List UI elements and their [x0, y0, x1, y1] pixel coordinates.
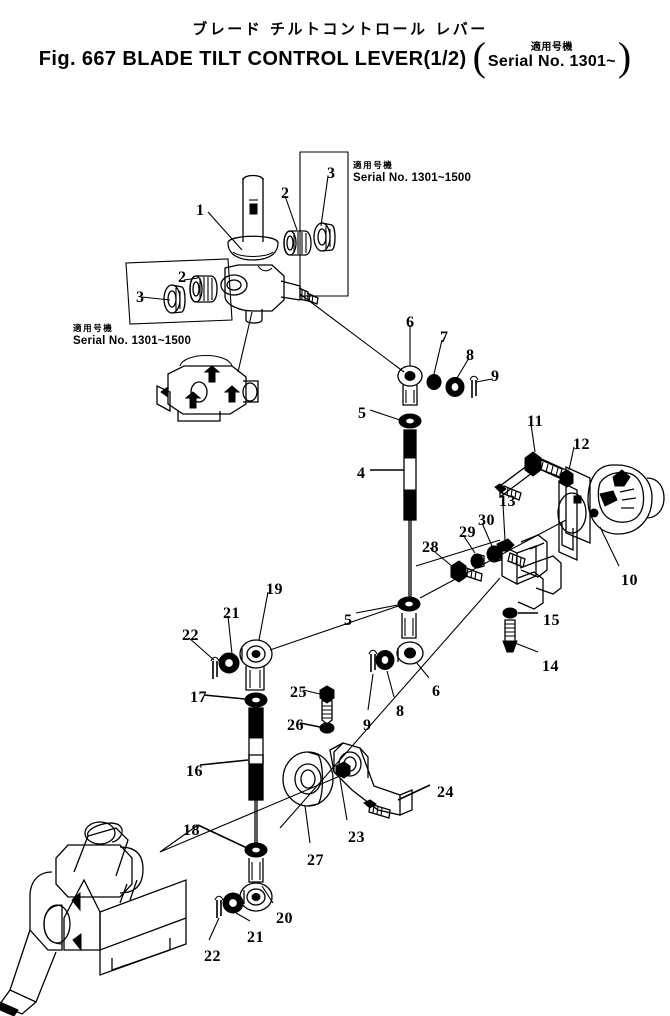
callout-number-20: 20 — [276, 910, 293, 927]
serial-note-upper-right-english: Serial No. 1301~1500 — [353, 171, 472, 184]
callout-number-30: 30 — [478, 512, 495, 529]
part-1-lever-shaft — [220, 174, 319, 324]
part-28-bolt — [450, 560, 483, 583]
serial-note-lower-left-japanese: 適用号機 — [73, 324, 114, 334]
mounting-bracket — [156, 355, 259, 422]
callout-number-22: 22 — [182, 627, 199, 644]
serial-note-lower-left-english: Serial No. 1301~1500 — [73, 334, 192, 347]
callout-number-22: 22 — [204, 948, 221, 965]
callout-number-28: 28 — [422, 539, 439, 556]
part-4-adjusting-rod — [403, 429, 417, 600]
callout-number-5: 5 — [344, 612, 353, 629]
part-2-bearing-lower-left — [189, 275, 218, 303]
serial-box-upper-right — [299, 151, 349, 297]
part-5-lock-nut-upper — [398, 413, 422, 429]
part-21-nut-lower — [222, 892, 244, 914]
callout-number-3: 3 — [327, 165, 336, 182]
part-16-adjusting-rod — [248, 707, 264, 846]
callout-number-27: 27 — [307, 852, 324, 869]
callout-number-9: 9 — [363, 717, 372, 734]
callout-number-17: 17 — [190, 689, 207, 706]
part-22-cotter-pin-lower — [214, 895, 224, 918]
callout-number-29: 29 — [459, 524, 476, 541]
part-13-bracket-link — [494, 455, 599, 610]
serial-note-lower-left: 適用号機 Serial No. 1301~1500 — [73, 324, 192, 347]
callout-number-21: 21 — [223, 605, 240, 622]
callout-number-5: 5 — [358, 405, 367, 422]
serial-note-upper-right-japanese: 適用号機 — [353, 161, 394, 171]
callout-number-8: 8 — [396, 703, 405, 720]
callout-number-26: 26 — [287, 717, 304, 734]
callout-number-19: 19 — [266, 581, 283, 598]
callout-number-21: 21 — [247, 929, 264, 946]
part-6-rod-end-upper — [397, 365, 423, 406]
serial-note-upper-right: 適用号機 Serial No. 1301~1500 — [353, 161, 472, 184]
title-serial-group: ( 適用号機 Serial No. 1301~ ) — [472, 33, 632, 79]
part-24-bell-crank — [329, 742, 413, 819]
part-7-nut-upper — [426, 374, 442, 390]
callout-number-14: 14 — [542, 658, 559, 675]
part-6-rod-end-lower — [396, 613, 424, 665]
part-9-cotter-pin-upper — [469, 375, 479, 398]
callout-number-2: 2 — [281, 185, 290, 202]
title-english: Fig. 667 BLADE TILT CONTROL LEVER(1/2) — [38, 48, 467, 70]
callout-number-4: 4 — [357, 465, 366, 482]
part-2-bearing-upper-right — [283, 230, 312, 256]
callout-number-25: 25 — [290, 684, 307, 701]
part-27-pulley — [282, 751, 334, 807]
callout-number-1: 1 — [196, 202, 205, 219]
callout-number-8: 8 — [466, 347, 475, 364]
callout-number-15: 15 — [543, 612, 560, 629]
part-30-pin — [486, 545, 502, 563]
part-29-pin — [470, 553, 485, 569]
callout-number-6: 6 — [406, 314, 415, 331]
title-serial-english: Serial No. 1301~ — [487, 52, 616, 70]
part-21-nut-upper — [218, 652, 240, 674]
part-8-washer-lower — [375, 650, 395, 670]
title-serial-japanese: 適用号機 — [530, 42, 573, 53]
part-3-seal-upper-right — [313, 222, 336, 252]
callout-number-16: 16 — [186, 763, 203, 780]
callout-number-6: 6 — [432, 683, 441, 700]
machine-assembly-illustration — [0, 821, 187, 1016]
callout-number-11: 11 — [527, 413, 544, 430]
part-25-bolt — [319, 685, 335, 725]
part-11-bolt — [524, 451, 563, 478]
callout-number-24: 24 — [437, 784, 454, 801]
callout-number-3: 3 — [136, 289, 145, 306]
part-8-washer-upper — [445, 377, 465, 397]
part-26-nut — [319, 722, 335, 734]
callout-number-23: 23 — [348, 829, 365, 846]
part-9-cotter-pin-lower — [368, 649, 378, 672]
part-5-lock-nut-lower — [397, 596, 421, 612]
figure-title-block: ブレード チルトコントロール レバー Fig. 667 BLADE TILT C… — [0, 20, 670, 79]
callout-number-9: 9 — [491, 368, 500, 385]
leader-lines — [141, 175, 620, 941]
paren-close: ) — [617, 33, 632, 79]
part-15-nut — [502, 607, 518, 619]
callout-number-12: 12 — [573, 436, 590, 453]
part-10-knob — [587, 464, 665, 535]
part-19-rod-end — [239, 639, 273, 691]
callout-number-7: 7 — [440, 329, 449, 346]
part-20-rod-end-lower — [239, 858, 273, 912]
part-22-cotter-pin-upper — [210, 656, 220, 679]
callout-number-10: 10 — [621, 572, 638, 589]
callout-number-2: 2 — [178, 269, 187, 286]
callout-number-13: 13 — [499, 493, 516, 510]
paren-open: ( — [472, 33, 486, 79]
part-18-lock-nut — [244, 842, 268, 858]
callout-number-18: 18 — [183, 822, 200, 839]
part-14-bolt — [502, 619, 518, 653]
part-3-seal-lower-left — [163, 284, 186, 314]
serial-box-lower-left — [125, 258, 233, 325]
title-japanese: ブレード チルトコントロール レバー — [192, 20, 488, 38]
part-17-lock-nut — [244, 692, 268, 708]
